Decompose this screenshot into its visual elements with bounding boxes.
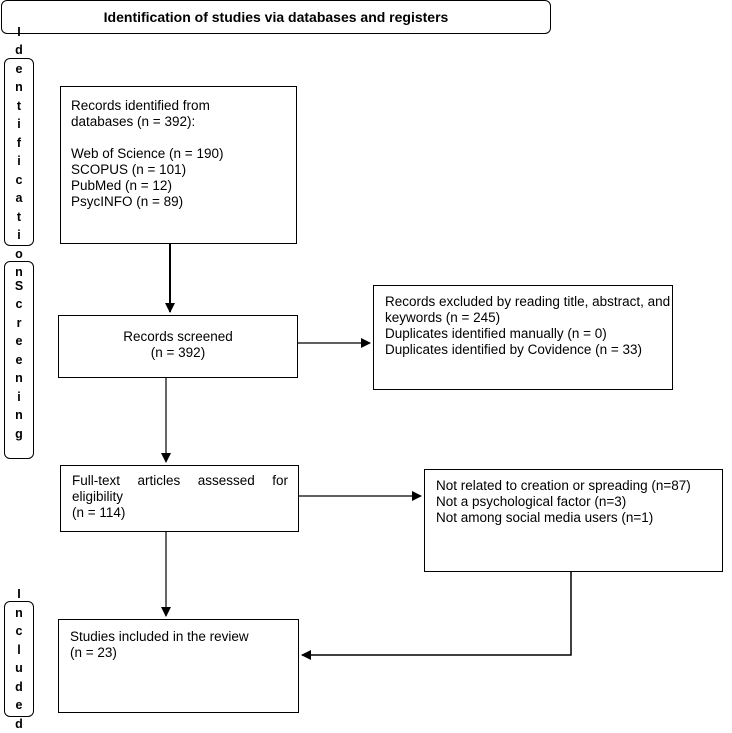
exclusion-reason: Not a psychological factor (n=3) <box>436 494 722 510</box>
records-excluded-line: keywords (n = 245) <box>385 310 672 326</box>
stage-letter: i <box>17 226 20 245</box>
stage-letter: c <box>16 295 23 314</box>
fulltext-assessed-line: Full-text articles assessed for <box>72 473 288 489</box>
studies-included-box: Studies included in the review (n = 23) <box>58 619 299 713</box>
diagram-title-box: Identification of studies via databases … <box>1 0 551 34</box>
exclusion-reason: Not among social media users (n=1) <box>436 510 722 526</box>
fulltext-assessed-box: Full-text articles assessed for eligibil… <box>60 465 299 532</box>
stage-letter: d <box>15 715 23 733</box>
stage-letter: d <box>15 678 23 697</box>
records-identified-line: databases (n = 392): <box>71 114 296 130</box>
records-excluded-line: Records excluded by reading title, abstr… <box>385 294 672 310</box>
source-web-of-science: Web of Science (n = 190) <box>71 146 296 162</box>
duplicates-covidence: Duplicates identified by Covidence (n = … <box>385 342 672 358</box>
stage-letter: u <box>15 659 23 678</box>
source-scopus: SCOPUS (n = 101) <box>71 162 296 178</box>
stage-letter: S <box>15 277 23 296</box>
studies-included-label: Studies included in the review <box>70 629 298 645</box>
stage-letter: c <box>16 622 23 641</box>
stage-letter: e <box>16 60 23 79</box>
stage-letter: i <box>17 115 20 134</box>
records-identified-line: Records identified from <box>71 98 296 114</box>
diagram-title: Identification of studies via databases … <box>104 9 449 25</box>
stage-letter: c <box>16 171 23 190</box>
exclusion-reason: Not related to creation or spreading (n=… <box>436 478 722 494</box>
stage-letter: i <box>17 388 20 407</box>
stage-letter: n <box>15 78 23 97</box>
fulltext-assessed-count: (n = 114) <box>72 505 288 521</box>
records-screened-label: Records screened <box>59 329 297 345</box>
source-pubmed: PubMed (n = 12) <box>71 178 296 194</box>
stage-letter: e <box>16 351 23 370</box>
arrow-excluded-to-included <box>302 572 571 655</box>
stage-letter: f <box>17 134 21 153</box>
fulltext-assessed-line: eligibility <box>72 489 288 505</box>
stage-letter: t <box>17 208 21 227</box>
stage-letter: I <box>17 585 20 604</box>
stage-letter: n <box>15 406 23 425</box>
source-psycinfo: PsycINFO (n = 89) <box>71 194 296 210</box>
stage-letter: n <box>15 604 23 623</box>
fulltext-excluded-box: Not related to creation or spreading (n=… <box>424 469 723 572</box>
stage-letter: I <box>17 23 20 42</box>
records-screened-count: (n = 392) <box>59 345 297 361</box>
studies-included-count: (n = 23) <box>70 645 298 661</box>
stage-letter: a <box>16 189 23 208</box>
records-excluded-box: Records excluded by reading title, abstr… <box>373 285 673 390</box>
stage-letter: i <box>17 152 20 171</box>
records-identified-box: Records identified from databases (n = 3… <box>60 86 297 244</box>
stage-letter: d <box>15 41 23 60</box>
stage-letter: e <box>16 696 23 715</box>
duplicates-manual: Duplicates identified manually (n = 0) <box>385 326 672 342</box>
stage-letter: n <box>15 369 23 388</box>
stage-letter: t <box>17 97 21 116</box>
stage-letter: g <box>15 425 23 444</box>
stage-letter: e <box>16 332 23 351</box>
stage-letter: l <box>17 641 20 660</box>
records-screened-box: Records screened (n = 392) <box>58 315 298 378</box>
stage-letter: r <box>17 314 22 333</box>
